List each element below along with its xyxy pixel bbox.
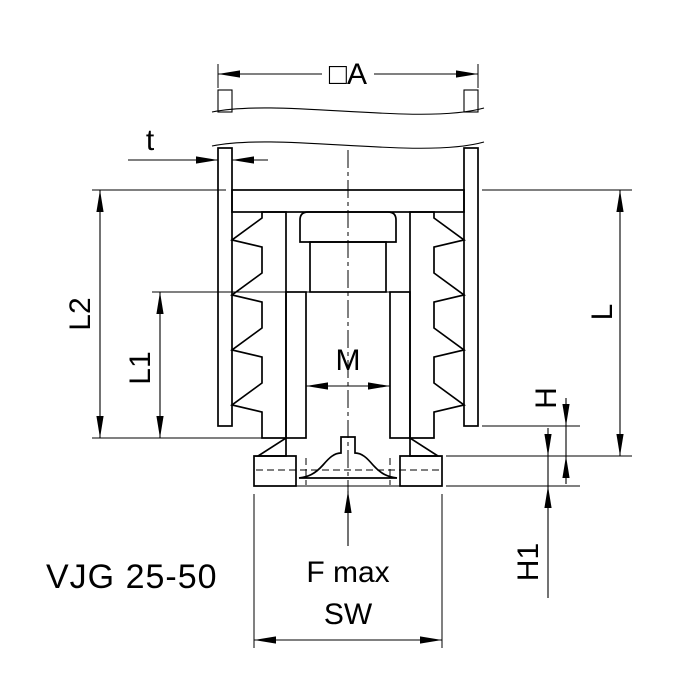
dimensions: □A t L2 L1 M L xyxy=(64,58,632,648)
dim-l1-label: L1 xyxy=(124,351,157,384)
dim-l1: L1 xyxy=(124,291,288,438)
dim-h-label: H xyxy=(530,387,563,409)
tube-profile xyxy=(211,89,485,427)
flange-left-band xyxy=(253,455,297,487)
dim-l: L xyxy=(446,189,632,457)
dim-h1-label: H1 xyxy=(512,543,545,581)
flange-right-flare xyxy=(409,436,441,457)
dim-sw: SW xyxy=(253,494,443,648)
dim-fmax: F max xyxy=(306,491,390,589)
dim-a-label: □A xyxy=(329,58,367,91)
dim-t: t xyxy=(128,124,268,164)
part-name-label: VJG 25-50 xyxy=(46,558,218,596)
dim-m-label: M xyxy=(336,344,361,377)
insert-right-fins xyxy=(409,211,466,439)
tube-right-wall-stub xyxy=(463,89,479,113)
dim-m: M xyxy=(306,344,390,390)
flange-right-band xyxy=(399,455,443,487)
sleeve-left-wall xyxy=(285,291,307,439)
break-line-upper xyxy=(211,107,485,115)
dim-h: H xyxy=(482,387,580,484)
dim-l2-label: L2 xyxy=(64,297,97,330)
slot-cross-section xyxy=(298,436,398,479)
sleeve-right-wall xyxy=(389,291,411,439)
dim-fmax-label: F max xyxy=(306,556,389,589)
dim-a: □A xyxy=(217,58,479,91)
tube-left-wall-stub xyxy=(217,89,233,113)
dim-h1: H1 xyxy=(446,428,580,598)
flange-left-flare xyxy=(255,436,287,457)
dim-sw-label: SW xyxy=(324,598,373,631)
dim-t-label: t xyxy=(146,124,155,157)
break-line-lower xyxy=(211,141,485,149)
dim-l-label: L xyxy=(586,304,619,321)
tube-right-wall xyxy=(463,147,479,427)
flange xyxy=(253,436,443,487)
inner-cap xyxy=(299,211,397,243)
tube-left-wall xyxy=(217,147,233,427)
insert-left-fins xyxy=(230,211,287,439)
dim-l2: L2 xyxy=(64,189,284,439)
